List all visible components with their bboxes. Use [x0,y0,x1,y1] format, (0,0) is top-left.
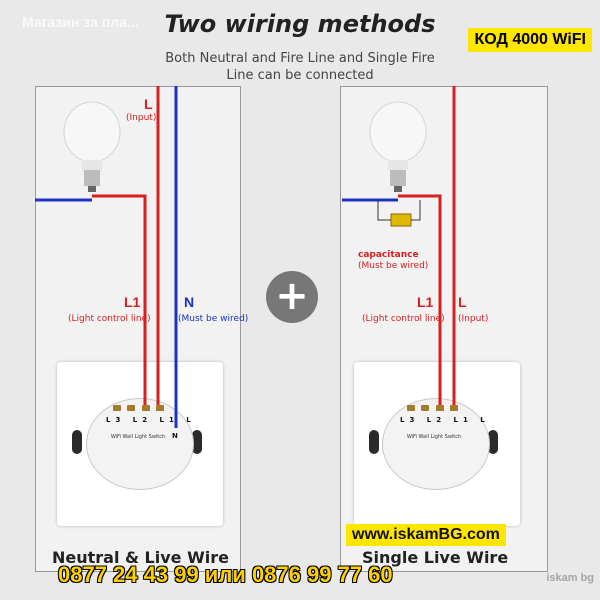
label-N-left: N [184,294,195,310]
note-light-control-right: (Light control line) [362,314,445,324]
phone-numbers: 0877 24 43 99 или 0876 99 77 60 [58,562,393,587]
subtitle: Both Neutral and Fire Line and Single Fi… [0,50,600,84]
light-bulb-icon-left [63,101,121,192]
terminal-screw [421,405,429,411]
mount-slot-icon [72,430,82,454]
note-input-right: (Input) [458,314,489,324]
light-bulb-icon-right [369,101,427,192]
terminal-screw [436,405,444,411]
shop-logo: iskam bg [546,572,594,584]
note-light-control-left: (Light control line) [68,314,151,324]
mount-slot-icon [192,430,202,454]
note-input-left: (Input) [126,113,157,123]
subtitle-line-1: Both Neutral and Fire Line and Single Fi… [165,51,435,66]
label-L1-left: L1 [124,294,141,310]
terminal-label-n: N [172,432,183,440]
label-neutral-live: Neutral & Live Wire [52,548,229,567]
label-single-live: Single Live Wire [362,548,509,567]
label-capacitance: capacitance [358,250,419,260]
live-wire-left [92,86,160,405]
note-must-be-wired-left: (Must be wired) [178,314,249,324]
plus-icon: + [266,271,318,323]
product-code-badge: КОД 4000 WiFI [468,28,592,52]
terminal-screw [113,405,121,411]
label-L1-right: L1 [417,294,434,310]
note-capacitance: (Must be wired) [358,261,429,271]
terminal-screw [407,405,415,411]
terminal-screw [450,405,458,411]
website-badge: www.iskamBG.com [346,524,506,546]
label-L-right: L [458,294,467,310]
mount-slot-icon [488,430,498,454]
terminal-labels-left: L3 L2 L1 L [106,416,196,424]
shop-watermark: Магазин за пла... [22,14,139,30]
terminal-screw [127,405,135,411]
terminal-labels-right: L3 L2 L1 L [400,416,490,424]
wires-right [342,86,456,405]
mount-slot-icon [369,430,379,454]
module-title-right: WiFi Wall Light Switch [406,434,462,440]
page-title: Two wiring methods [164,10,436,38]
terminal-screw [156,405,164,411]
module-title-left: WiFi Wall Light Switch [110,434,166,440]
subtitle-line-2: Line can be connected [226,68,374,83]
terminal-screw [142,405,150,411]
switch-module-right [382,398,490,490]
label-L-left: L [144,96,153,112]
